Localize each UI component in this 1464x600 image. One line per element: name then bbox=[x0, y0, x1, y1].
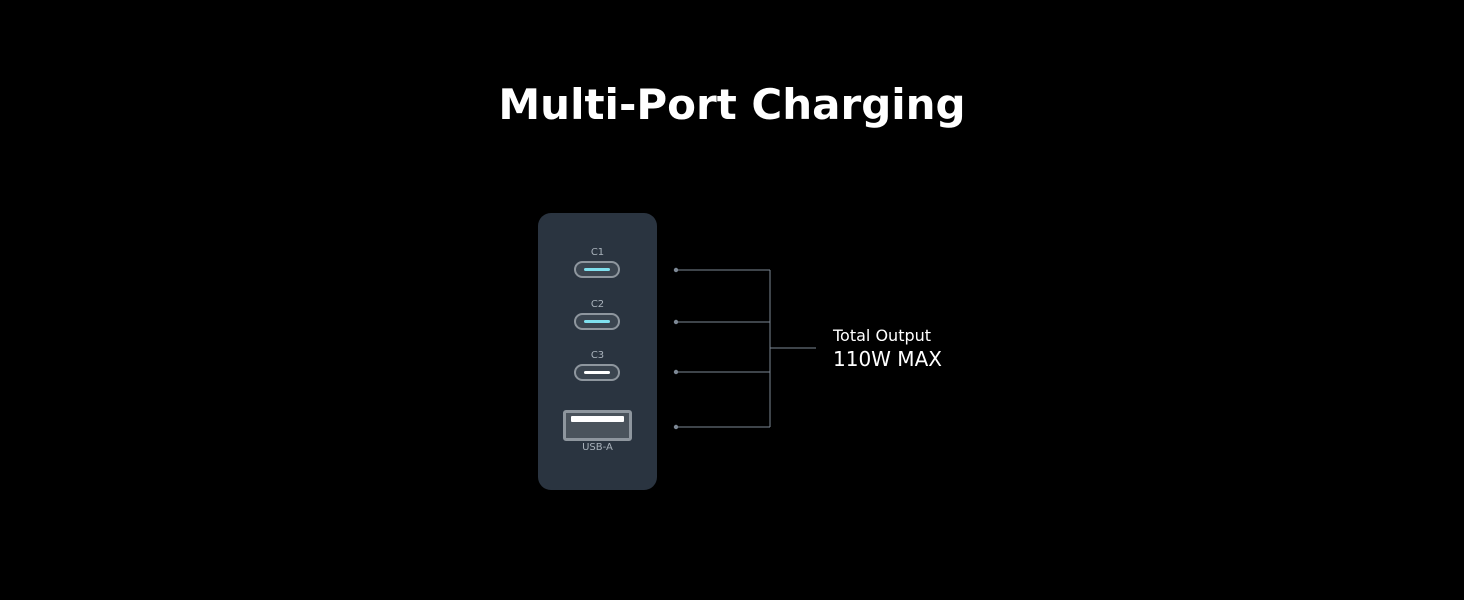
port-label-usb-a: USB-A bbox=[582, 442, 613, 453]
page-title: Multi-Port Charging bbox=[498, 80, 966, 129]
usb-c-slot-c3 bbox=[584, 371, 610, 374]
total-output-value: 110W MAX bbox=[833, 347, 942, 371]
usb-c-slot-c1 bbox=[584, 268, 610, 271]
usb-c-slot-c2 bbox=[584, 320, 610, 323]
usb-c-port-c3 bbox=[574, 364, 620, 381]
port-label-c1: C1 bbox=[590, 247, 605, 258]
connector-dot-c2 bbox=[673, 319, 679, 325]
charger-body: C1 C2 C3 USB-A bbox=[538, 213, 657, 490]
port-label-c2: C2 bbox=[590, 299, 605, 310]
usb-a-slot bbox=[571, 416, 624, 422]
connector-dot-c3 bbox=[673, 369, 679, 375]
usb-a-port bbox=[563, 410, 632, 441]
connector-dot-c1 bbox=[673, 267, 679, 273]
port-label-c3: C3 bbox=[590, 350, 605, 361]
usb-c-port-c1 bbox=[574, 261, 620, 278]
connector-dot-usb-a bbox=[673, 424, 679, 430]
usb-c-port-c2 bbox=[574, 313, 620, 330]
total-output-label: Total Output bbox=[833, 326, 932, 345]
